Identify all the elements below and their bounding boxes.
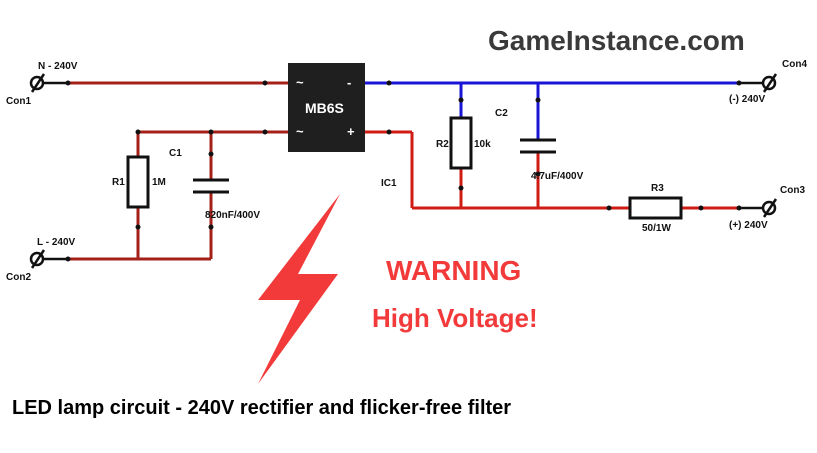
c1-capacitor	[193, 178, 229, 194]
ac-wires	[68, 81, 289, 261]
diagram-caption: LED lamp circuit - 240V rectifier and fl…	[12, 397, 511, 419]
r3-value: 50/1W	[642, 223, 671, 234]
c2-ref: C2	[495, 108, 508, 119]
con2-terminal	[29, 249, 68, 269]
warning-title: WARNING	[386, 255, 521, 286]
con4-name: Con4	[782, 59, 807, 70]
r2-resistor	[449, 116, 473, 170]
r3-ref: R3	[651, 183, 664, 194]
junction-dots	[65, 80, 742, 262]
bridge-pin-ac-top: ~	[296, 75, 304, 90]
con1-name: Con1	[6, 96, 31, 107]
con3-terminal	[739, 198, 778, 218]
c2-value: 4.7uF/400V	[531, 171, 584, 182]
negative-rail	[365, 81, 739, 140]
con3-name: Con3	[780, 185, 805, 196]
r1-ref: R1	[112, 177, 125, 188]
con4-terminal	[739, 73, 778, 93]
bridge-pin-plus: +	[347, 124, 355, 139]
con1-terminal	[29, 73, 68, 93]
r1-resistor	[126, 155, 150, 209]
c2-capacitor	[520, 138, 556, 154]
r1-value: 1M	[152, 177, 166, 188]
con3-label: (+) 240V	[729, 220, 768, 231]
bridge-part-label: MB6S	[305, 100, 344, 116]
positive-rail	[365, 130, 739, 210]
brand-title: GameInstance.com	[488, 25, 745, 56]
bridge-pin-minus: -	[347, 75, 351, 90]
con2-label: L - 240V	[37, 237, 75, 248]
warning-subtitle: High Voltage!	[372, 303, 538, 333]
c1-ref: C1	[169, 148, 182, 159]
bridge-pin-ac-bottom: ~	[296, 124, 304, 139]
con1-label: N - 240V	[38, 61, 78, 72]
bridge-rectifier: ~ - MB6S ~ +	[288, 63, 365, 152]
con2-name: Con2	[6, 272, 31, 283]
ic1-ref: IC1	[381, 178, 397, 189]
r2-value: 10k	[474, 139, 491, 150]
lightning-bolt-icon	[258, 194, 340, 384]
c1-value: 820nF/400V	[205, 210, 260, 221]
r2-ref: R2	[436, 139, 449, 150]
r3-resistor	[628, 196, 683, 220]
con4-label: (-) 240V	[729, 94, 765, 105]
